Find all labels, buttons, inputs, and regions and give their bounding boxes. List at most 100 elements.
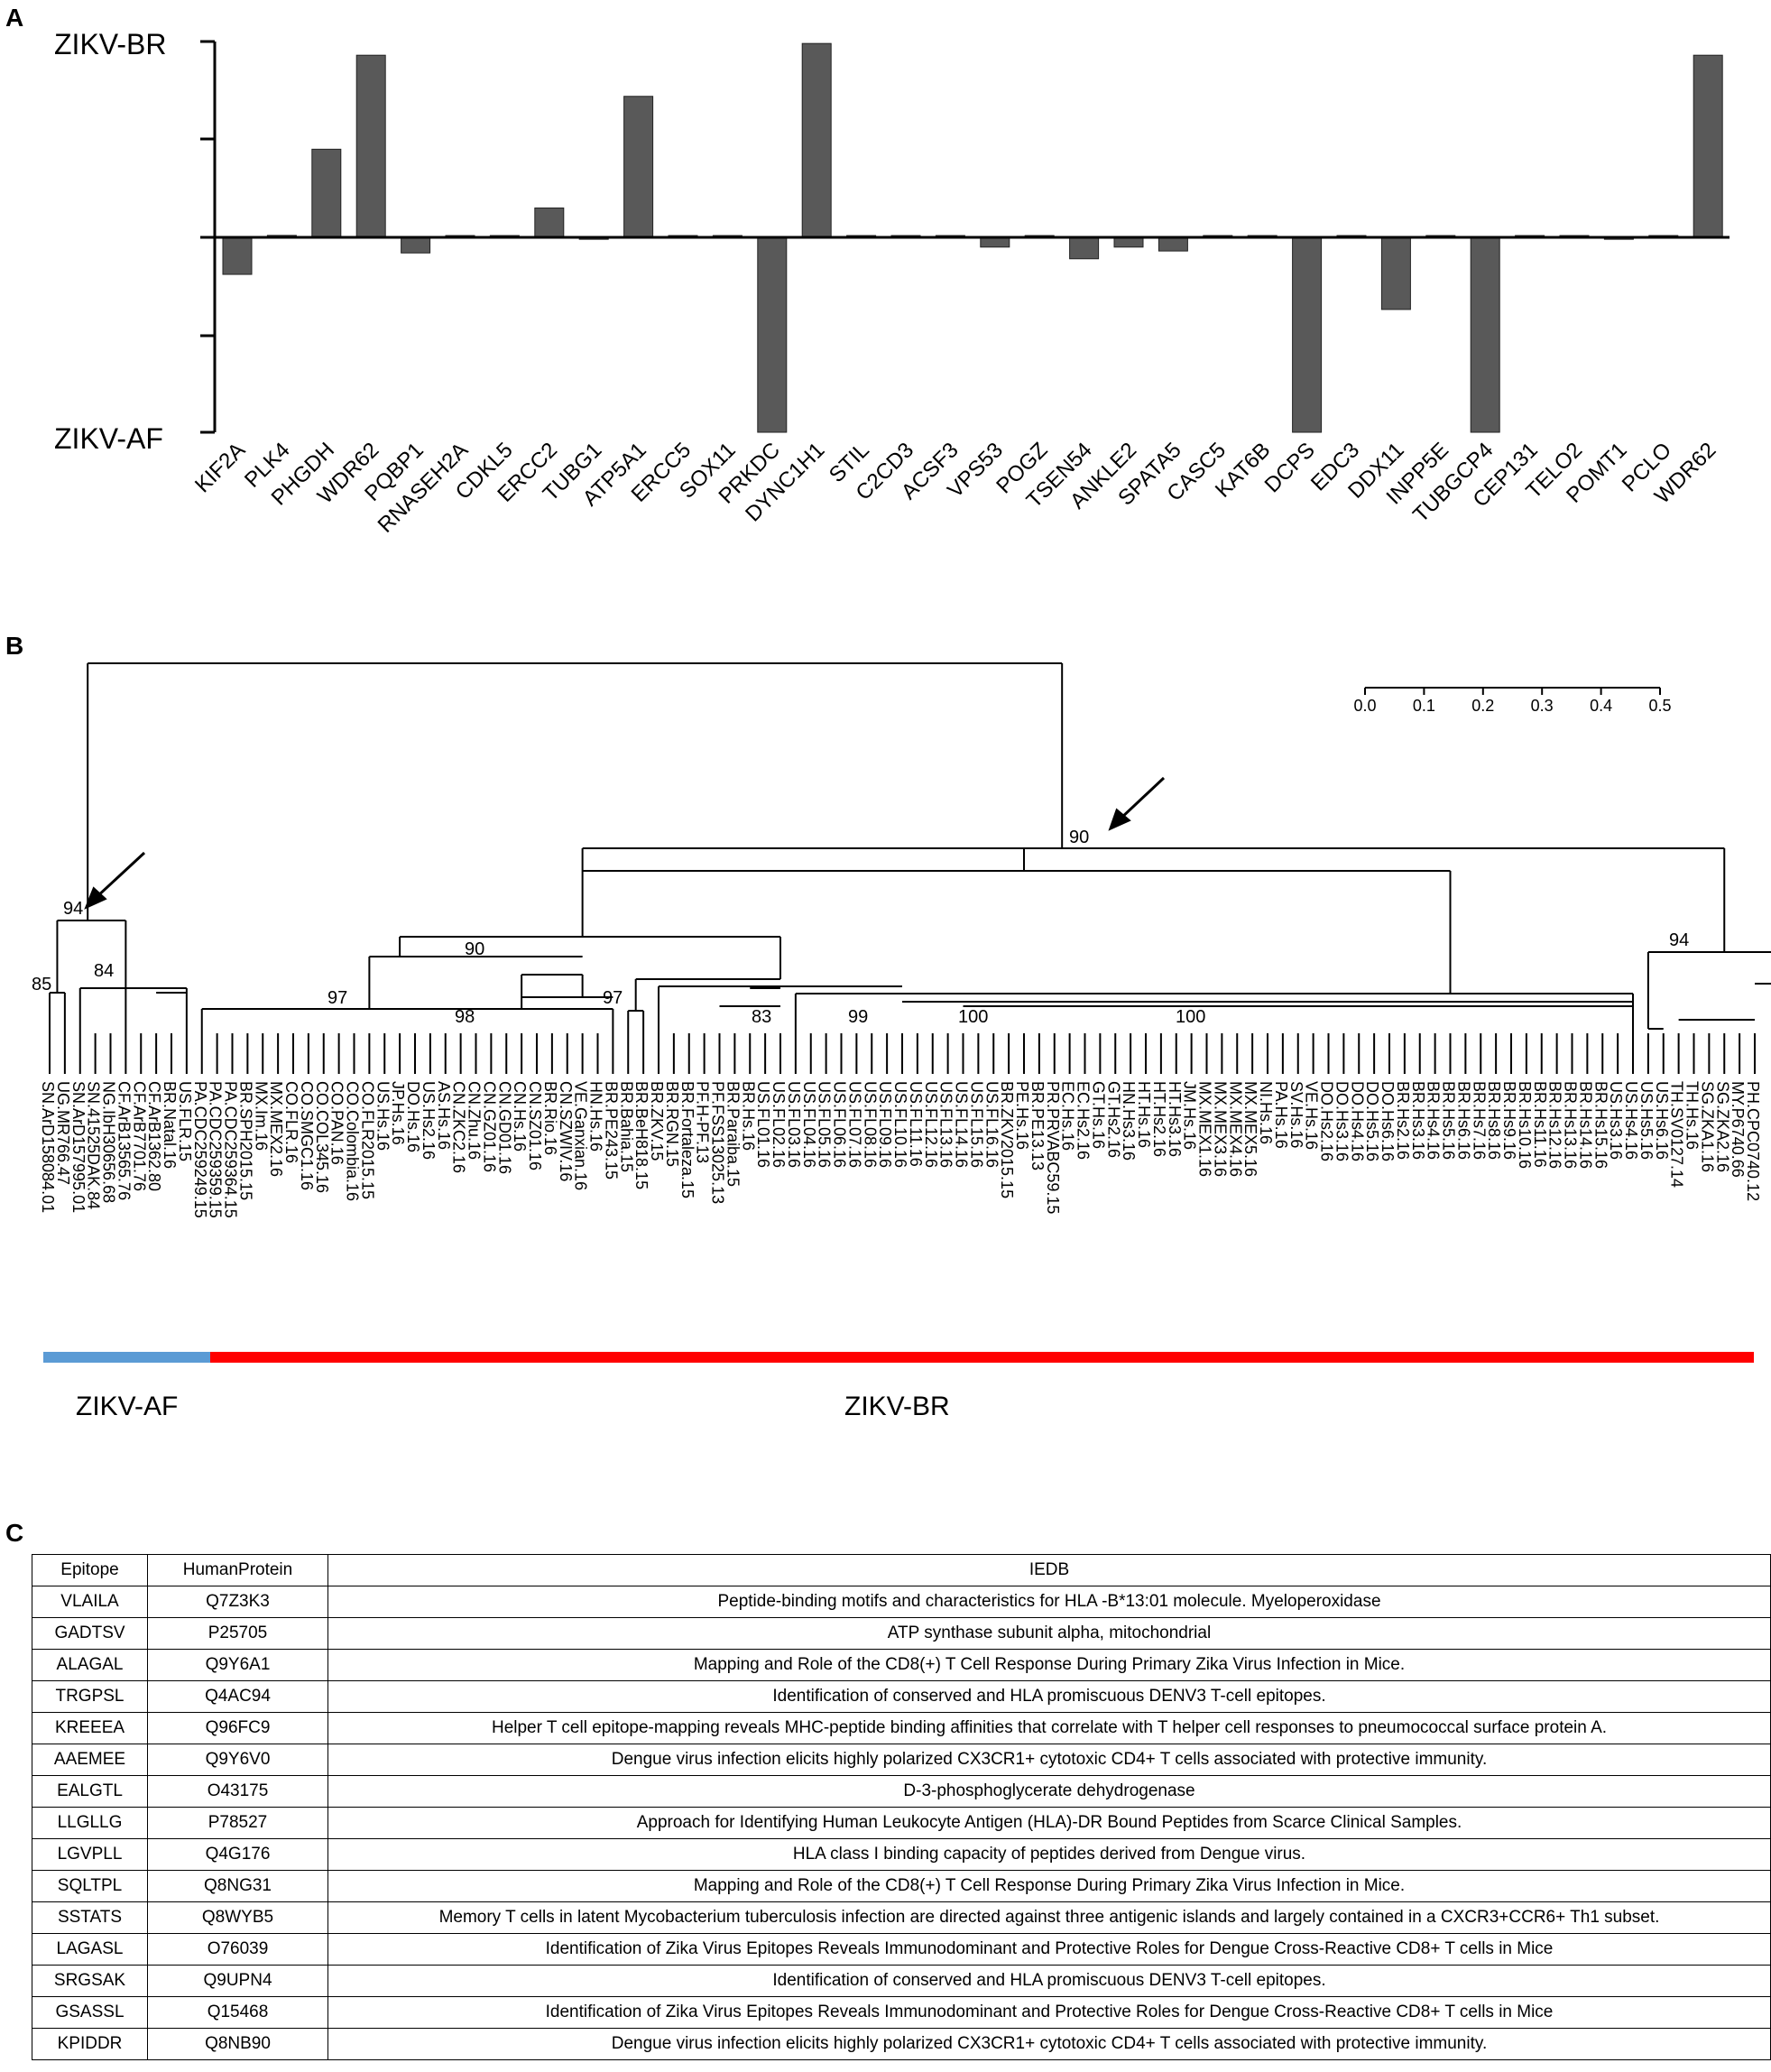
table-cell: Mapping and Role of the CD8(+) T Cell Re… xyxy=(327,1649,1771,1681)
bar xyxy=(1069,236,1100,260)
leaf-label: US.FL14.16 xyxy=(953,1081,971,1168)
leaf-label: UG.MR766.47 xyxy=(54,1081,72,1185)
leaf-label: BR.Hs2.16 xyxy=(1394,1081,1412,1160)
leaf-label: US.FL11.16 xyxy=(907,1081,925,1167)
panel-c-label: C xyxy=(5,1519,24,1547)
table-cell: P78527 xyxy=(147,1807,328,1839)
leaf-label: NG.IbH30656.68 xyxy=(100,1081,118,1203)
table-cell: Identification of conserved and HLA prom… xyxy=(327,1965,1771,1997)
leaf-label: US.FL01.16 xyxy=(754,1081,772,1168)
leaf-label: HN.Hs3.16 xyxy=(1120,1081,1138,1161)
leaf-label: HT.Hs2.16 xyxy=(1150,1081,1168,1157)
leaf-label: CN.Hs.16 xyxy=(511,1081,529,1152)
table-header-row: Epitope HumanProtein IEDB xyxy=(32,1554,1771,1586)
table-cell: D-3-phosphoglycerate dehydrogenase xyxy=(327,1775,1771,1808)
leaf-label: US.FL12.16 xyxy=(922,1081,940,1168)
leaf-label: MX.MEX2.16 xyxy=(267,1081,285,1177)
bar xyxy=(1470,236,1500,433)
leaf-label: BR.Rio.16 xyxy=(541,1081,559,1155)
leaf-label: HT.Hs.16 xyxy=(1135,1081,1153,1148)
leaf-label: BR.Hs12.16 xyxy=(1546,1081,1564,1169)
leaf-label: HN.Hs.16 xyxy=(587,1081,605,1152)
leaf-label: PF.FSS13025.13 xyxy=(709,1081,727,1204)
leaf-label: US.FL08.16 xyxy=(861,1081,879,1168)
bar xyxy=(1113,236,1144,248)
table-cell: Identification of Zika Virus Epitopes Re… xyxy=(327,1933,1771,1966)
table-cell: VLAILA xyxy=(32,1586,148,1618)
leaf-label: SN.ArD157995.01 xyxy=(69,1081,88,1213)
bar-chart: ZIKV-BR ZIKV-AF KIF2APLK4PHGDHWDR62PQBP1… xyxy=(54,28,1729,538)
leaf-label: PA.Hs.16 xyxy=(1272,1081,1290,1149)
leaf-label: SG.ZKA1.16 xyxy=(1698,1081,1716,1172)
y-label-bottom: ZIKV-AF xyxy=(54,422,163,455)
leaf-label: DO.Hs3.16 xyxy=(1333,1081,1351,1161)
bootstrap-value: 98 xyxy=(455,1007,475,1027)
leaf-label: CN.Zhu.16 xyxy=(466,1081,484,1160)
leaf-label: BR.Hs9.16 xyxy=(1500,1081,1518,1160)
leaf-label: US.FL05.16 xyxy=(816,1081,834,1168)
table-cell: AAEMEE xyxy=(32,1744,148,1776)
leaf-label: EC.Hs.16 xyxy=(1059,1081,1077,1151)
table-cell: LLGLLG xyxy=(32,1807,148,1839)
leaf-label: CO.FLR2015.15 xyxy=(358,1081,376,1199)
bar xyxy=(222,236,253,275)
leaf-label: TH.SV0127.14 xyxy=(1668,1081,1686,1188)
table-cell: EALGTL xyxy=(32,1775,148,1808)
table-cell: LGVPLL xyxy=(32,1838,148,1871)
leaf-label: US.Hs4.16 xyxy=(1622,1081,1640,1160)
leaf-label: US.FL03.16 xyxy=(785,1081,803,1168)
bar xyxy=(1292,236,1323,433)
zikv-af-bar xyxy=(43,1352,210,1363)
zikv-br-bar xyxy=(210,1352,1754,1363)
leaf-label: BR.Hs11.16 xyxy=(1531,1081,1549,1168)
table-cell: Q9Y6A1 xyxy=(147,1649,328,1681)
tree-branches xyxy=(49,662,1771,1074)
leaf-label: PA.CDC259364.15 xyxy=(222,1081,240,1218)
leaf-label: BR.Paraiba.15 xyxy=(724,1081,742,1187)
table-cell: O76039 xyxy=(147,1933,328,1966)
leaf-label: CN.ZKC2.16 xyxy=(450,1081,468,1173)
leaf-label: TH.Hs.16 xyxy=(1683,1081,1702,1150)
leaf-label: BR.Natal.16 xyxy=(161,1081,179,1169)
leaf-label: BR.ZKV2015.15 xyxy=(998,1081,1016,1198)
leaf-label: DO.Hs4.16 xyxy=(1348,1081,1366,1161)
leaf-label: US.FLR.15 xyxy=(176,1081,194,1161)
leaf-label: BR.Bahia.15 xyxy=(617,1081,635,1172)
bar xyxy=(355,54,386,238)
bar xyxy=(801,42,832,238)
leaf-label: BR.Hs14.16 xyxy=(1576,1081,1594,1169)
scale-label: 0.1 xyxy=(1413,697,1435,715)
leaf-label: BR.Hs13.16 xyxy=(1562,1081,1580,1169)
leaf-label: CO.COL345.16 xyxy=(313,1081,331,1193)
table-cell: Q96FC9 xyxy=(147,1712,328,1744)
scale-label: 0.0 xyxy=(1353,697,1376,715)
bootstrap-value: 90 xyxy=(1069,828,1089,847)
column-header: IEDB xyxy=(327,1554,1771,1586)
table-cell: Helper T cell epitope-mapping reveals MH… xyxy=(327,1712,1771,1744)
table-cell: ALAGAL xyxy=(32,1649,148,1681)
panel-a-label: A xyxy=(5,4,24,32)
bootstrap-value: 85 xyxy=(32,975,51,994)
table-cell: SSTATS xyxy=(32,1901,148,1934)
table-cell: Q8NG31 xyxy=(147,1870,328,1902)
table-cell: ATP synthase subunit alpha, mitochondria… xyxy=(327,1617,1771,1650)
table-cell: GADTSV xyxy=(32,1617,148,1650)
leaf-label: US.FL02.16 xyxy=(770,1081,788,1168)
leaf-label: US.FL13.16 xyxy=(937,1081,955,1168)
table-cell: Peptide-binding motifs and characteristi… xyxy=(327,1586,1771,1618)
panel-b-label: B xyxy=(5,632,24,660)
table-cell: Q15468 xyxy=(147,1996,328,2029)
bootstrap-value: 99 xyxy=(848,1007,868,1027)
leaf-label: PH.CPC0740.12 xyxy=(1744,1081,1762,1201)
table-cell: Q8WYB5 xyxy=(147,1901,328,1934)
leaf-label: HT.Hs3.16 xyxy=(1166,1081,1184,1157)
group-label-af: ZIKV-AF xyxy=(76,1392,178,1421)
